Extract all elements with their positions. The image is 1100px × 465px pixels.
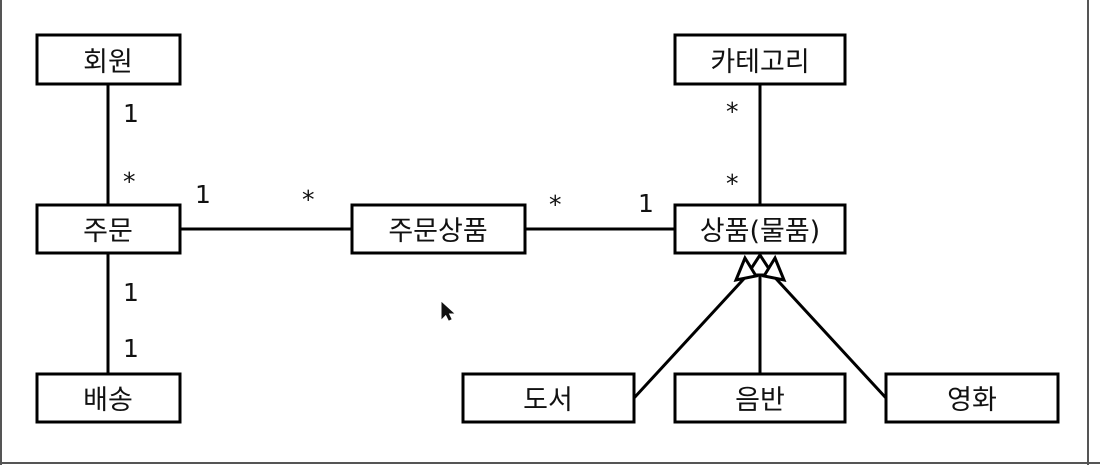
multiplicity-item-end-orderitem: 1 [638, 189, 654, 218]
class-category: 카테고리 [673, 33, 847, 86]
multiplicity-category-end: * [726, 97, 739, 126]
inheritance-arrowhead-left-icon [733, 254, 759, 283]
class-delivery: 배송 [35, 372, 182, 424]
class-item-label: 상품(물품) [700, 216, 820, 247]
multiplicity-orderitem-end-order: * [302, 185, 315, 214]
class-category-label: 카테고리 [710, 47, 809, 78]
multiplicity-item-end-category: * [726, 169, 739, 198]
generalization-book-item [632, 268, 754, 400]
multiplicity-order-end-delivery: 1 [123, 278, 139, 307]
class-member: 회원 [35, 33, 182, 86]
class-album: 음반 [673, 372, 847, 424]
class-book-label: 도서 [523, 385, 573, 416]
multiplicity-member-end: 1 [123, 99, 139, 128]
class-album-label: 음반 [735, 385, 785, 416]
class-order-item: 주문상품 [350, 203, 527, 255]
class-movie: 영화 [884, 372, 1060, 424]
class-item: 상품(물품) [673, 203, 847, 255]
class-order-label: 주문 [83, 216, 133, 247]
generalization-movie-item [766, 268, 888, 400]
multiplicity-delivery-end: 1 [123, 334, 139, 363]
class-book: 도서 [461, 372, 636, 424]
class-delivery-label: 배송 [83, 385, 133, 416]
multiplicity-orderitem-end-item: * [549, 190, 562, 219]
inheritance-arrowhead-right-icon [761, 254, 787, 283]
class-order: 주문 [35, 203, 182, 255]
class-order-item-label: 주문상품 [388, 216, 487, 247]
class-member-label: 회원 [83, 47, 133, 78]
class-movie-label: 영화 [947, 385, 997, 416]
multiplicity-order-end-member: * [123, 167, 136, 196]
multiplicity-order-end-orderitem: 1 [195, 180, 211, 209]
mouse-cursor-icon [441, 301, 455, 321]
